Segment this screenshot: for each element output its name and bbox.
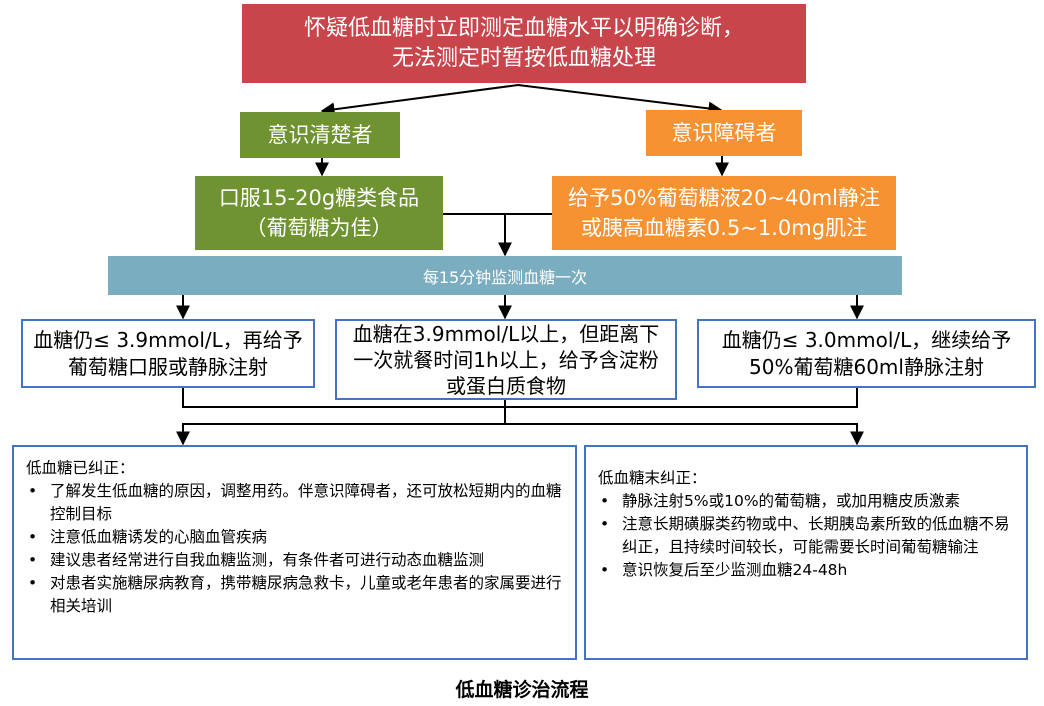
conscious-action-line1: 口服15-20g糖类食品 [218, 186, 420, 210]
bullet-icon: • [28, 482, 38, 500]
monitor-bar: 每15分钟监测血糖一次 [108, 256, 902, 295]
not-corrected-item: •意识恢复后至少监测血糖24-48h [598, 559, 1014, 582]
bullet-icon: • [28, 574, 38, 592]
diagram-caption: 低血糖诊治流程 [455, 679, 589, 701]
unconscious-label-box: 意识障碍者 [646, 110, 802, 156]
final-split [182, 423, 858, 444]
not-corrected-item: •静脉注射5%或10%的葡萄糖，或加用糖皮质激素 [598, 490, 1014, 513]
corrected-box: 低血糖已纠正： •了解发生低血糖的原因，调整用药。伴意识障碍者，还可放松短期内的… [12, 445, 577, 660]
unconscious-action-box: 给予50%葡萄糖液20~40ml静注 或胰高血糖素0.5~1.0mg肌注 [552, 176, 896, 250]
bullet-icon: • [28, 551, 38, 569]
outcomes-join [182, 388, 858, 408]
not-corrected-list: •静脉注射5%或10%的葡萄糖，或加用糖皮质激素 •注意长期磺脲类药物或中、长期… [598, 490, 1014, 582]
initial-assessment-box: 怀疑低血糖时立即测定血糖水平以明确诊断， 无法测定时暂按低血糖处理 [242, 4, 806, 83]
unconscious-action-line1: 给予50%葡萄糖液20~40ml静注 [567, 186, 880, 210]
outcome-box-severe: 血糖仍≤ 3.0mmol/L，继续给予50%葡萄糖60ml静脉注射 [697, 319, 1036, 388]
conscious-label-box: 意识清楚者 [240, 112, 400, 158]
outcome-box-low: 血糖仍≤ 3.9mmol/L，再给予葡萄糖口服或静脉注射 [21, 319, 315, 388]
monitor-label: 每15分钟监测血糖一次 [422, 267, 588, 287]
bullet-icon: • [600, 561, 610, 579]
arrow-to-unconscious [517, 84, 723, 116]
arrow-to-conscious [320, 84, 519, 117]
corrected-item: •了解发生低血糖的原因，调整用药。伴意识障碍者，还可放松短期内的血糖控制目标 [28, 482, 562, 523]
outcome-text-severe: 血糖仍≤ 3.0mmol/L，继续给予50%葡萄糖60ml静脉注射 [721, 327, 1012, 379]
conscious-action-box: 口服15-20g糖类食品 （葡萄糖为佳） [195, 176, 443, 250]
corrected-item: •建议患者经常进行自我血糖监测，有条件者可进行动态血糖监测 [26, 549, 563, 572]
not-corrected-item: •注意长期磺脲类药物或中、长期胰岛素所致的低血糖不易纠正，且持续时间较长，可能需… [600, 515, 1010, 556]
corrected-list: •了解发生低血糖的原因，调整用药。伴意识障碍者，还可放松短期内的血糖控制目标 •… [26, 480, 563, 618]
corrected-item: •对患者实施糖尿病教育，携带糖尿病急救卡，儿童或老年患者的家属要进行相关培训 [28, 574, 562, 615]
initial-assessment-line2: 无法测定时暂按低血糖处理 [391, 45, 656, 71]
initial-assessment-line1: 怀疑低血糖时立即测定血糖水平以明确诊断， [303, 15, 744, 41]
conscious-label: 意识清楚者 [267, 123, 373, 147]
conscious-action-line2: （葡萄糖为佳） [245, 216, 393, 240]
bullet-icon: • [600, 515, 610, 533]
corrected-item: •注意低血糖诱发的心脑血管疾病 [26, 526, 563, 549]
bullet-icon: • [28, 528, 38, 546]
corrected-title: 低血糖已纠正： [26, 459, 135, 477]
unconscious-action-line2: 或胰高血糖素0.5~1.0mg肌注 [580, 216, 868, 240]
unconscious-label: 意识障碍者 [671, 121, 777, 145]
not-corrected-title: 低血糖末纠正： [598, 469, 707, 487]
outcome-box-normal: 血糖在3.9mmol/L以上，但距离下一次就餐时间1h以上，给予含淀粉或蛋白质食… [335, 319, 677, 400]
bullet-icon: • [600, 492, 610, 510]
not-corrected-box: 低血糖末纠正： •静脉注射5%或10%的葡萄糖，或加用糖皮质激素 •注意长期磺脲… [584, 445, 1028, 660]
outcome-text-normal: 血糖在3.9mmol/L以上，但距离下一次就餐时间1h以上，给予含淀粉或蛋白质食… [352, 321, 660, 398]
outcome-text-low: 血糖仍≤ 3.9mmol/L，再给予葡萄糖口服或静脉注射 [33, 327, 303, 379]
